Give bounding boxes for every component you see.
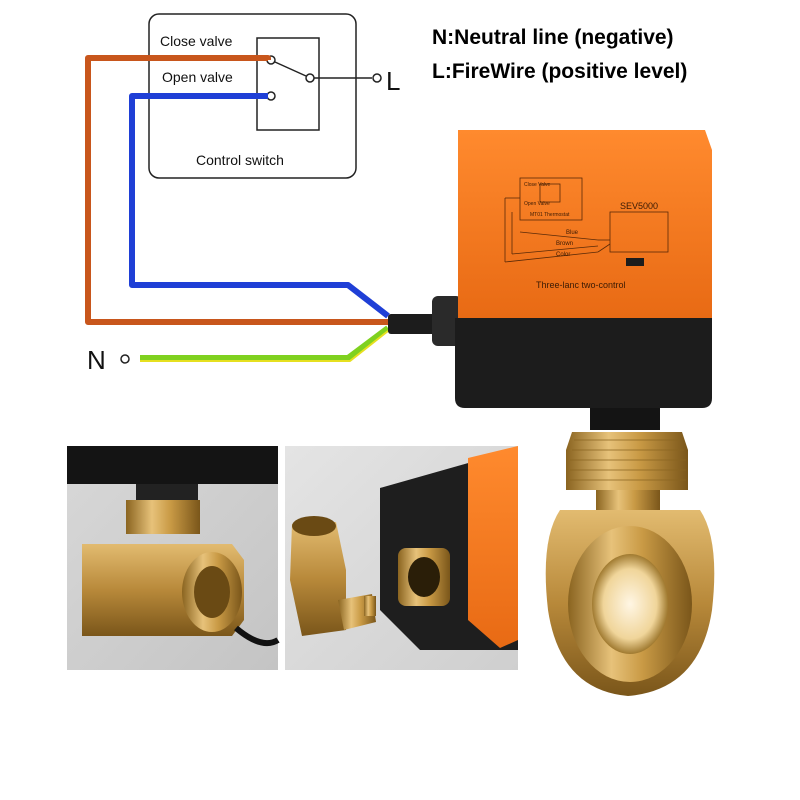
green-wire bbox=[140, 325, 390, 361]
open-valve-label: Open valve bbox=[162, 69, 233, 85]
switch-inner-box bbox=[256, 37, 320, 131]
switch-contacts bbox=[266, 55, 382, 101]
terminal-N: N bbox=[87, 345, 106, 375]
actuator-label-line: Three-lanc two-control bbox=[536, 280, 626, 290]
control-switch-caption: Control switch bbox=[196, 152, 284, 168]
brown-wire bbox=[85, 55, 388, 325]
close-valve-label: Close valve bbox=[160, 33, 233, 49]
mini-close: Close Valve bbox=[524, 182, 551, 188]
blue-wire bbox=[129, 93, 390, 319]
legend-neutral: N:Neutral line (negative) bbox=[432, 26, 674, 49]
photo-inset-2 bbox=[285, 446, 518, 670]
mini-label-brown: Brown bbox=[556, 241, 573, 247]
mini-open: Open Valve bbox=[524, 201, 550, 207]
brass-valve-main bbox=[545, 432, 715, 696]
wires bbox=[85, 55, 390, 362]
mini-label-blue: Blue bbox=[566, 230, 579, 236]
photo-inset-1 bbox=[67, 446, 280, 670]
actuator-model: SEV5000 bbox=[620, 201, 658, 211]
mini-label-color: Color bbox=[556, 252, 570, 258]
terminal-N-contact bbox=[120, 354, 130, 364]
cable-gland-nut bbox=[432, 296, 462, 346]
legend-fire: L:FireWire (positive level) bbox=[432, 60, 687, 83]
terminal-L: L bbox=[386, 66, 400, 96]
actuator-printed-diagram bbox=[504, 177, 669, 263]
actuator: SEV5000 Close Valve Open Valve MT01 Ther… bbox=[455, 130, 712, 430]
mini-thermostat: MT01 Thermostat bbox=[530, 212, 570, 218]
yellow-stripe bbox=[140, 330, 389, 362]
cable-gland bbox=[388, 314, 438, 334]
